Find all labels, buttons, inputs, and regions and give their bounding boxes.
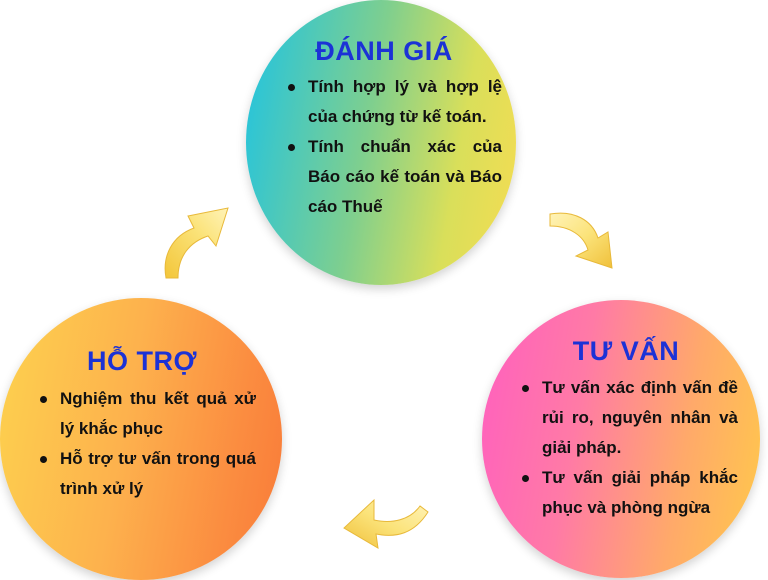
ho-tro-list: Nghiệm thu kết quả xử lý khắc phục Hỗ tr… xyxy=(38,384,256,504)
tu-van-item-1: Tư vấn xác định vấn đề rủi ro, nguyên nh… xyxy=(520,373,738,463)
tu-van-circle: TƯ VẤN Tư vấn xác định vấn đề rủi ro, ng… xyxy=(482,300,760,578)
danh-gia-title: ĐÁNH GIÁ xyxy=(315,36,453,66)
danh-gia-item-2: Tính chuẩn xác của Báo cáo kế toán và Bá… xyxy=(286,132,502,222)
tu-van-item-2: Tư vấn giải pháp khắc phục và phòng ngừa xyxy=(520,463,738,523)
arrow-bottom-icon xyxy=(343,498,429,549)
ho-tro-circle: HỖ TRỢ Nghiệm thu kết quả xử lý khắc phụ… xyxy=(0,298,282,580)
ho-tro-item-2: Hỗ trợ tư vấn trong quá trình xử lý xyxy=(38,444,256,504)
ho-tro-title: HỖ TRỢ xyxy=(86,346,198,376)
danh-gia-item-1: Tính hợp lý và hợp lệ của chứng từ kế to… xyxy=(286,72,502,132)
danh-gia-list: Tính hợp lý và hợp lệ của chứng từ kế to… xyxy=(286,72,502,222)
tu-van-title: TƯ VẤN xyxy=(572,336,680,366)
arrow-left-up-icon xyxy=(164,207,229,279)
arrow-top-right-icon xyxy=(549,212,613,269)
ho-tro-item-1: Nghiệm thu kết quả xử lý khắc phục xyxy=(38,384,256,444)
danh-gia-circle: ĐÁNH GIÁ Tính hợp lý và hợp lệ của chứng… xyxy=(246,0,516,285)
tu-van-list: Tư vấn xác định vấn đề rủi ro, nguyên nh… xyxy=(520,373,738,523)
